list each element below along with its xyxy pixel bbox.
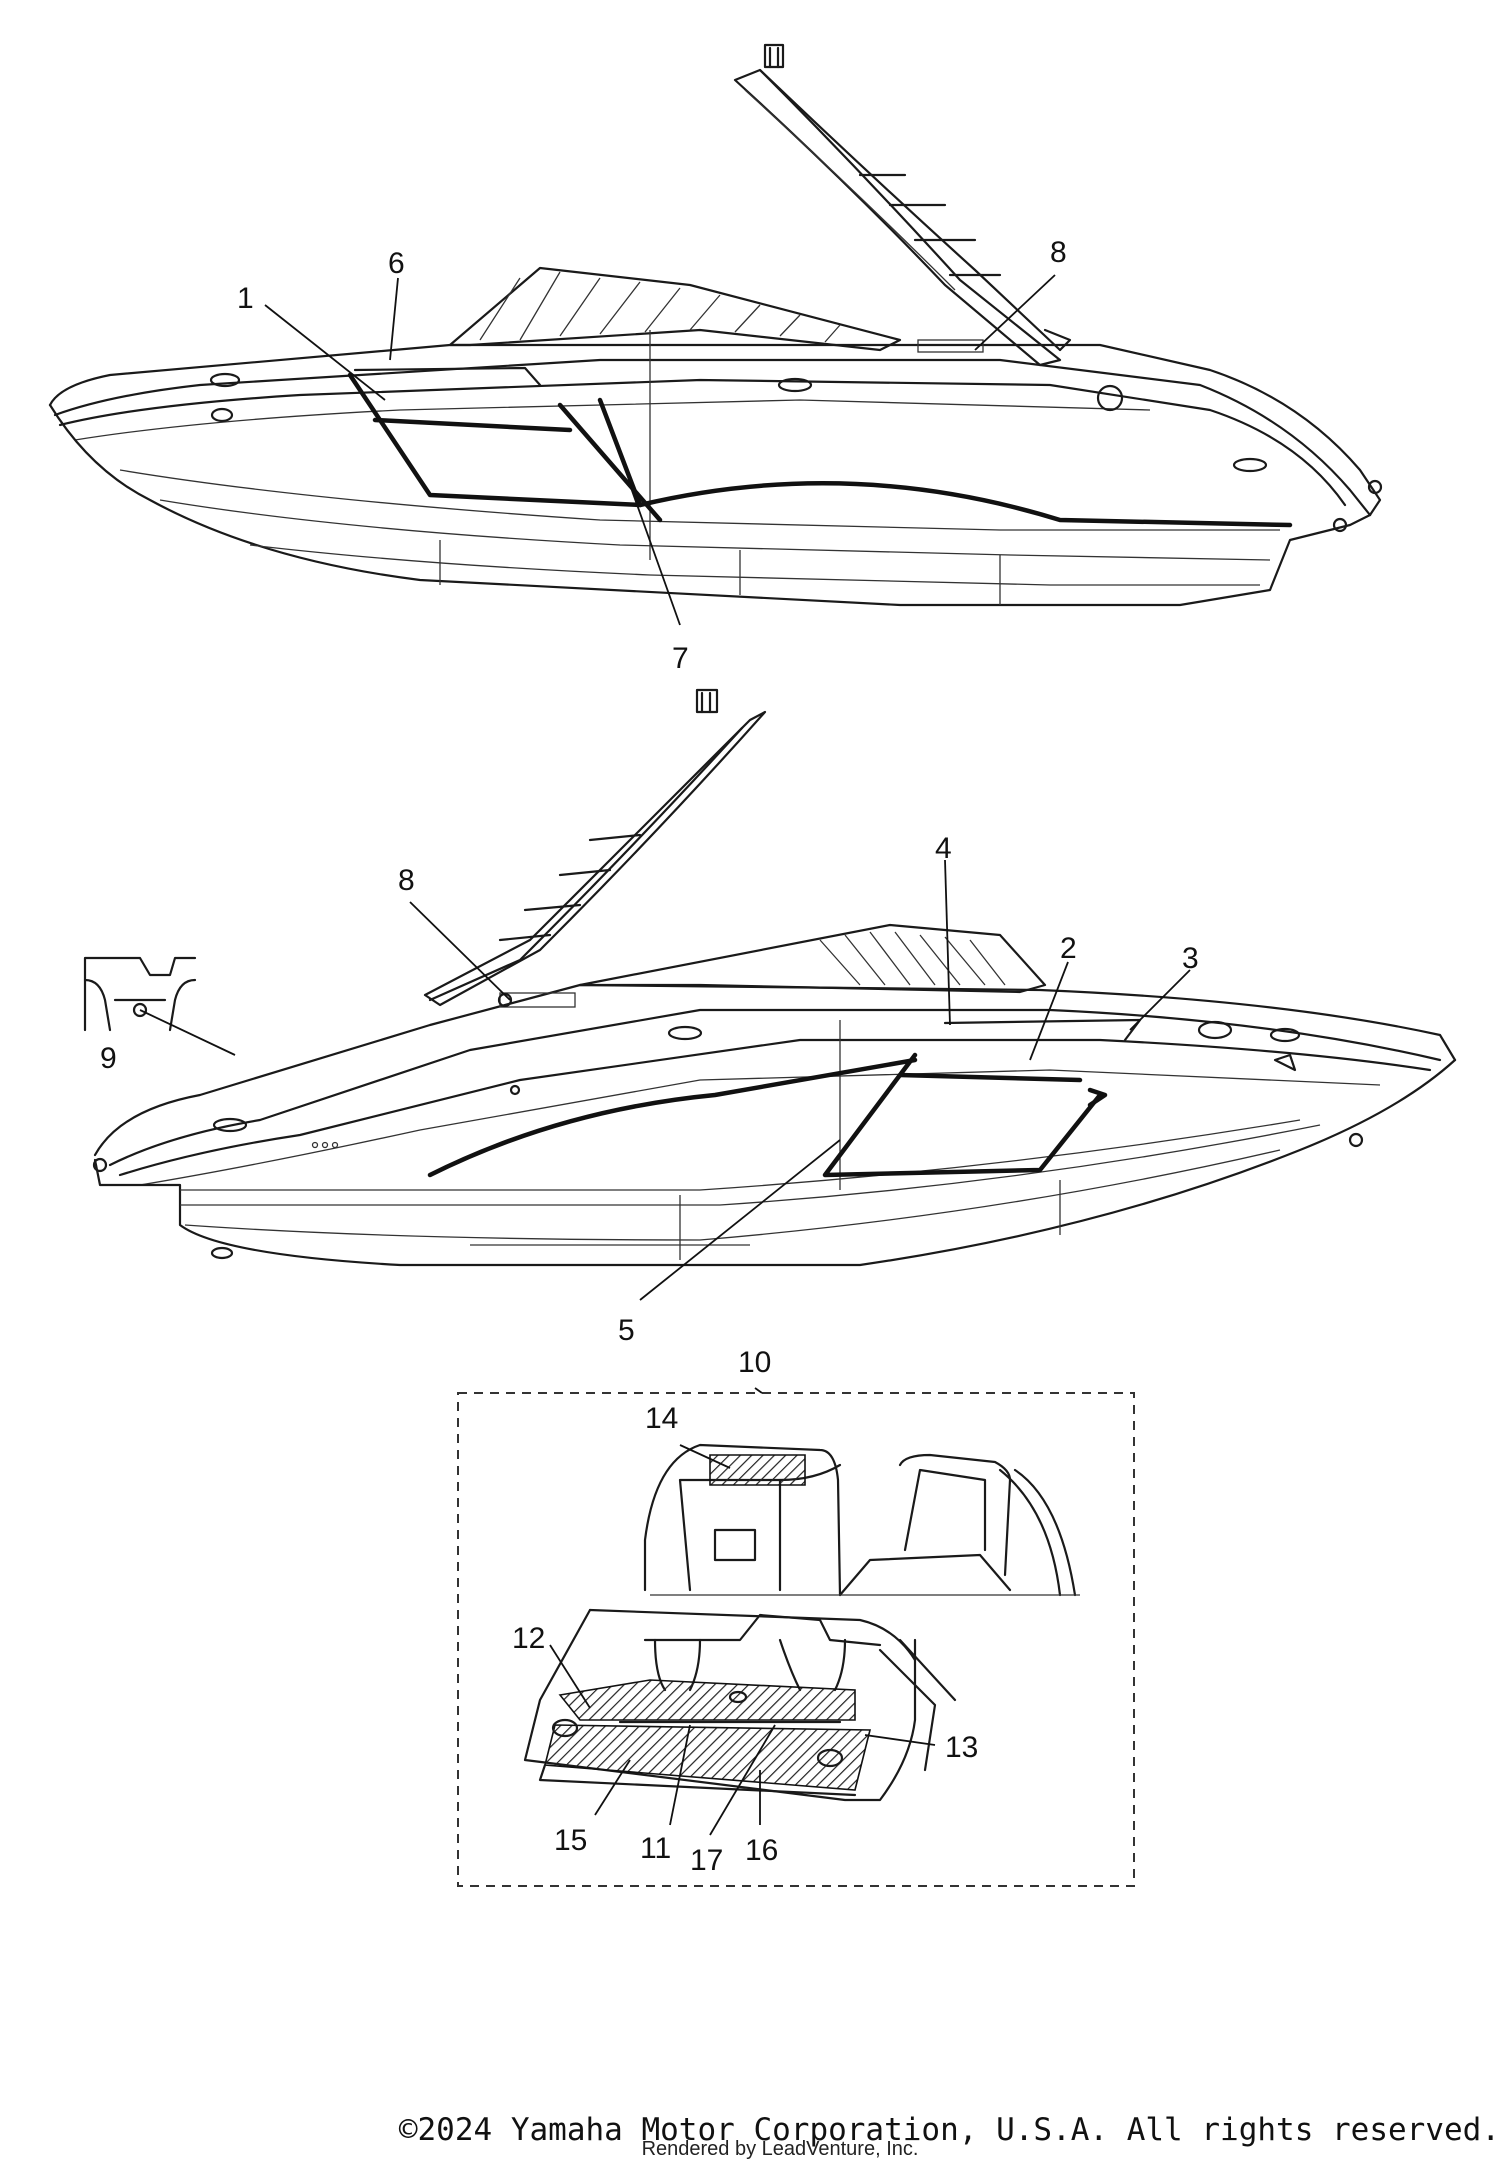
callout-4: 4 xyxy=(935,832,952,865)
inset-detail-9 xyxy=(83,956,197,1032)
callout-2: 2 xyxy=(1060,932,1077,965)
callout-5: 5 xyxy=(618,1314,635,1347)
tower-bottom xyxy=(423,688,767,1007)
callout-labels: 1 6 7 8 8 4 2 3 9 5 10 14 12 13 15 11 17… xyxy=(100,236,1199,1877)
callout-14: 14 xyxy=(645,1402,678,1435)
callout-13: 13 xyxy=(945,1731,978,1764)
interior-inset-10 xyxy=(457,1392,1135,1887)
boat-top-view xyxy=(48,43,1383,607)
callout-7: 7 xyxy=(672,642,689,675)
callout-1: 1 xyxy=(237,282,254,315)
callout-8-bottom: 8 xyxy=(398,864,415,897)
callout-9: 9 xyxy=(100,1042,117,1075)
leader-lines xyxy=(139,274,1191,1836)
rendered-by-credit: Rendered by LeadVenture, Inc. xyxy=(641,2138,919,2160)
callout-16: 16 xyxy=(745,1834,778,1867)
boat-bottom-view xyxy=(92,688,1457,1267)
callout-15: 15 xyxy=(554,1824,587,1857)
callout-8-top: 8 xyxy=(1050,236,1067,269)
callout-12: 12 xyxy=(512,1622,545,1655)
callout-10: 10 xyxy=(738,1346,771,1379)
callout-11: 11 xyxy=(640,1832,671,1865)
copyright-notice: ©2024 Yamaha Motor Corporation, U.S.A. A… xyxy=(398,2112,1500,2148)
callout-3: 3 xyxy=(1182,942,1199,975)
tower-top xyxy=(733,43,1072,367)
callout-6: 6 xyxy=(388,247,405,280)
callout-17: 17 xyxy=(690,1844,723,1877)
